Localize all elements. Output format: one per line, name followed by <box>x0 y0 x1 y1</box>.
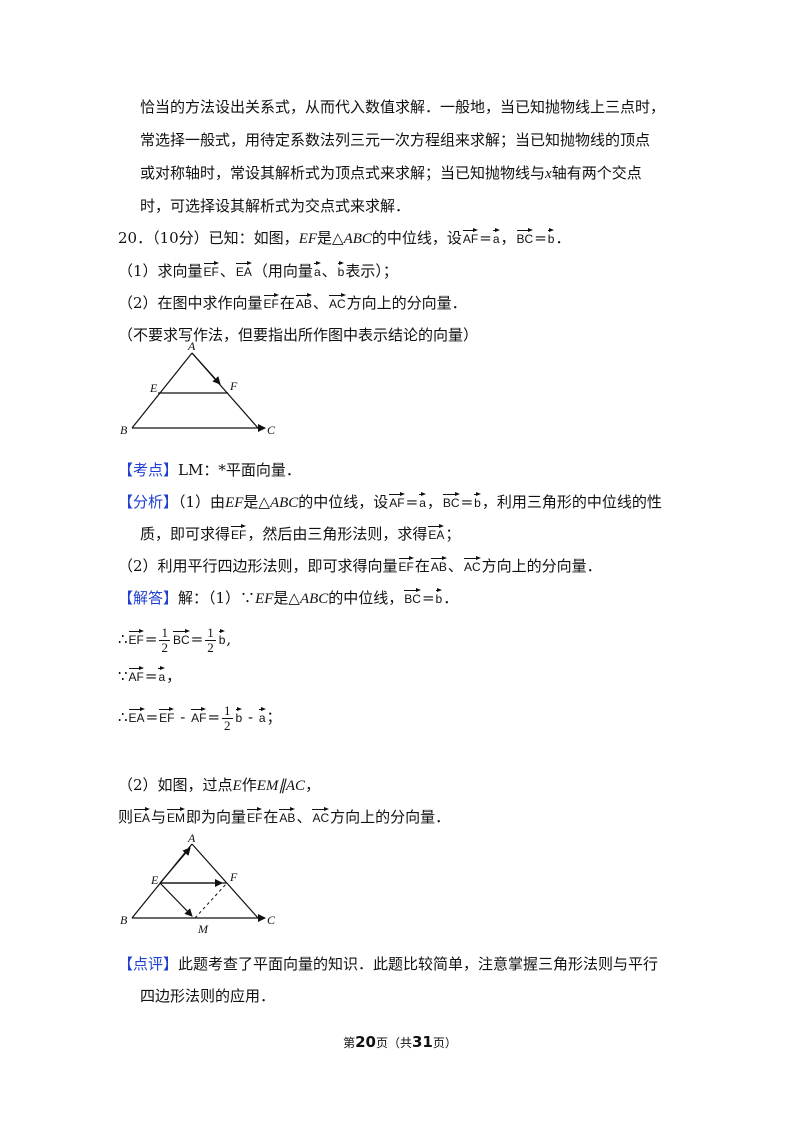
intro-line-1: 恰当的方法设出关系式，从而代入数值求解．一般地，当已知抛物线上三点时， <box>140 98 666 116</box>
label-c: C <box>267 423 276 437</box>
vector-em <box>159 882 193 917</box>
intro-line-2: 常选择一般式，用待定系数法列三元一次方程组来求解；当已知抛物线的顶点 <box>140 131 651 149</box>
problem-statement: 20．（10分）已知：如图，EF是△ABC的中位线，设AF=a，BC=b． <box>118 228 571 247</box>
jieda-tag: 【解答】 <box>118 589 179 607</box>
label-c-2: C <box>267 913 276 927</box>
jieda-step-2: （2）如图，过点E作EM∥AC， <box>118 776 321 794</box>
label-a-2: A <box>187 832 196 845</box>
label-a: A <box>187 340 196 353</box>
dianping-line-1: 【点评】此题考查了平面向量的知识．此题比较简单，注意掌握三角形法则与平行 <box>118 955 659 973</box>
segment-mf-dashed <box>194 882 228 919</box>
page-total: 31 <box>412 1033 433 1051</box>
vector-ea <box>159 847 191 884</box>
intro-line-3: 或对称轴时，常设其解析式为顶点式来求解；当已知抛物线与x轴有两个交点 <box>140 164 642 182</box>
label-f: F <box>229 379 238 393</box>
label-f-2: F <box>229 870 238 884</box>
figure-triangle-1: A B C E F <box>120 340 276 437</box>
figure-triangle-2: A B C E F M <box>120 832 276 936</box>
equation-af: ∵AF=a， <box>118 666 182 685</box>
label-m: M <box>197 922 209 936</box>
dianping-line-2: 四边形法则的应用． <box>140 987 276 1005</box>
vector-af <box>191 352 221 385</box>
question-2: （2）在图中求作向量EF在AB、AC方向上的分向量． <box>118 293 467 312</box>
fenxi-line-1: 【分析】（1）由EF是△ABC的中位线，设AF=a，BC=b，利用三角形的中位线… <box>118 492 662 511</box>
problem-note: （不要求写作法，但要指出所作图中表示结论的向量） <box>118 326 479 344</box>
label-b: B <box>120 423 128 437</box>
kaodian: 【考点】LM：*平面向量． <box>118 461 301 479</box>
segment-ac-2 <box>191 843 259 919</box>
page-number: 20 <box>355 1033 376 1051</box>
label-b-2: B <box>120 913 128 927</box>
dianping-tag: 【点评】 <box>118 955 179 973</box>
kaodian-tag: 【考点】 <box>118 461 179 479</box>
fenxi-line-2: 质，即可求得EF，然后由三角形法则，求得EA； <box>140 524 461 543</box>
fenxi-line-3: （2）利用平行四边形法则，即可求得向量EF在AB、AC方向上的分向量． <box>118 556 602 575</box>
jieda-line-1: 【解答】解：（1）∵EF是△ABC的中位线，BC=b． <box>118 588 459 607</box>
page-footer: 第20页（共31页） <box>343 1033 457 1051</box>
label-e: E <box>149 381 158 395</box>
fenxi-tag: 【分析】 <box>118 493 179 511</box>
jieda-conclusion: 则EA与EM即为向量EF在AB、AC方向上的分向量． <box>118 807 451 826</box>
intro-line-4: 时，可选择设其解析式为交点式来求解． <box>140 197 411 215</box>
label-e-2: E <box>150 873 159 887</box>
segment-ab <box>131 352 193 429</box>
question-1: （1）求向量EF、EA（用向量a、b表示）； <box>118 261 398 280</box>
